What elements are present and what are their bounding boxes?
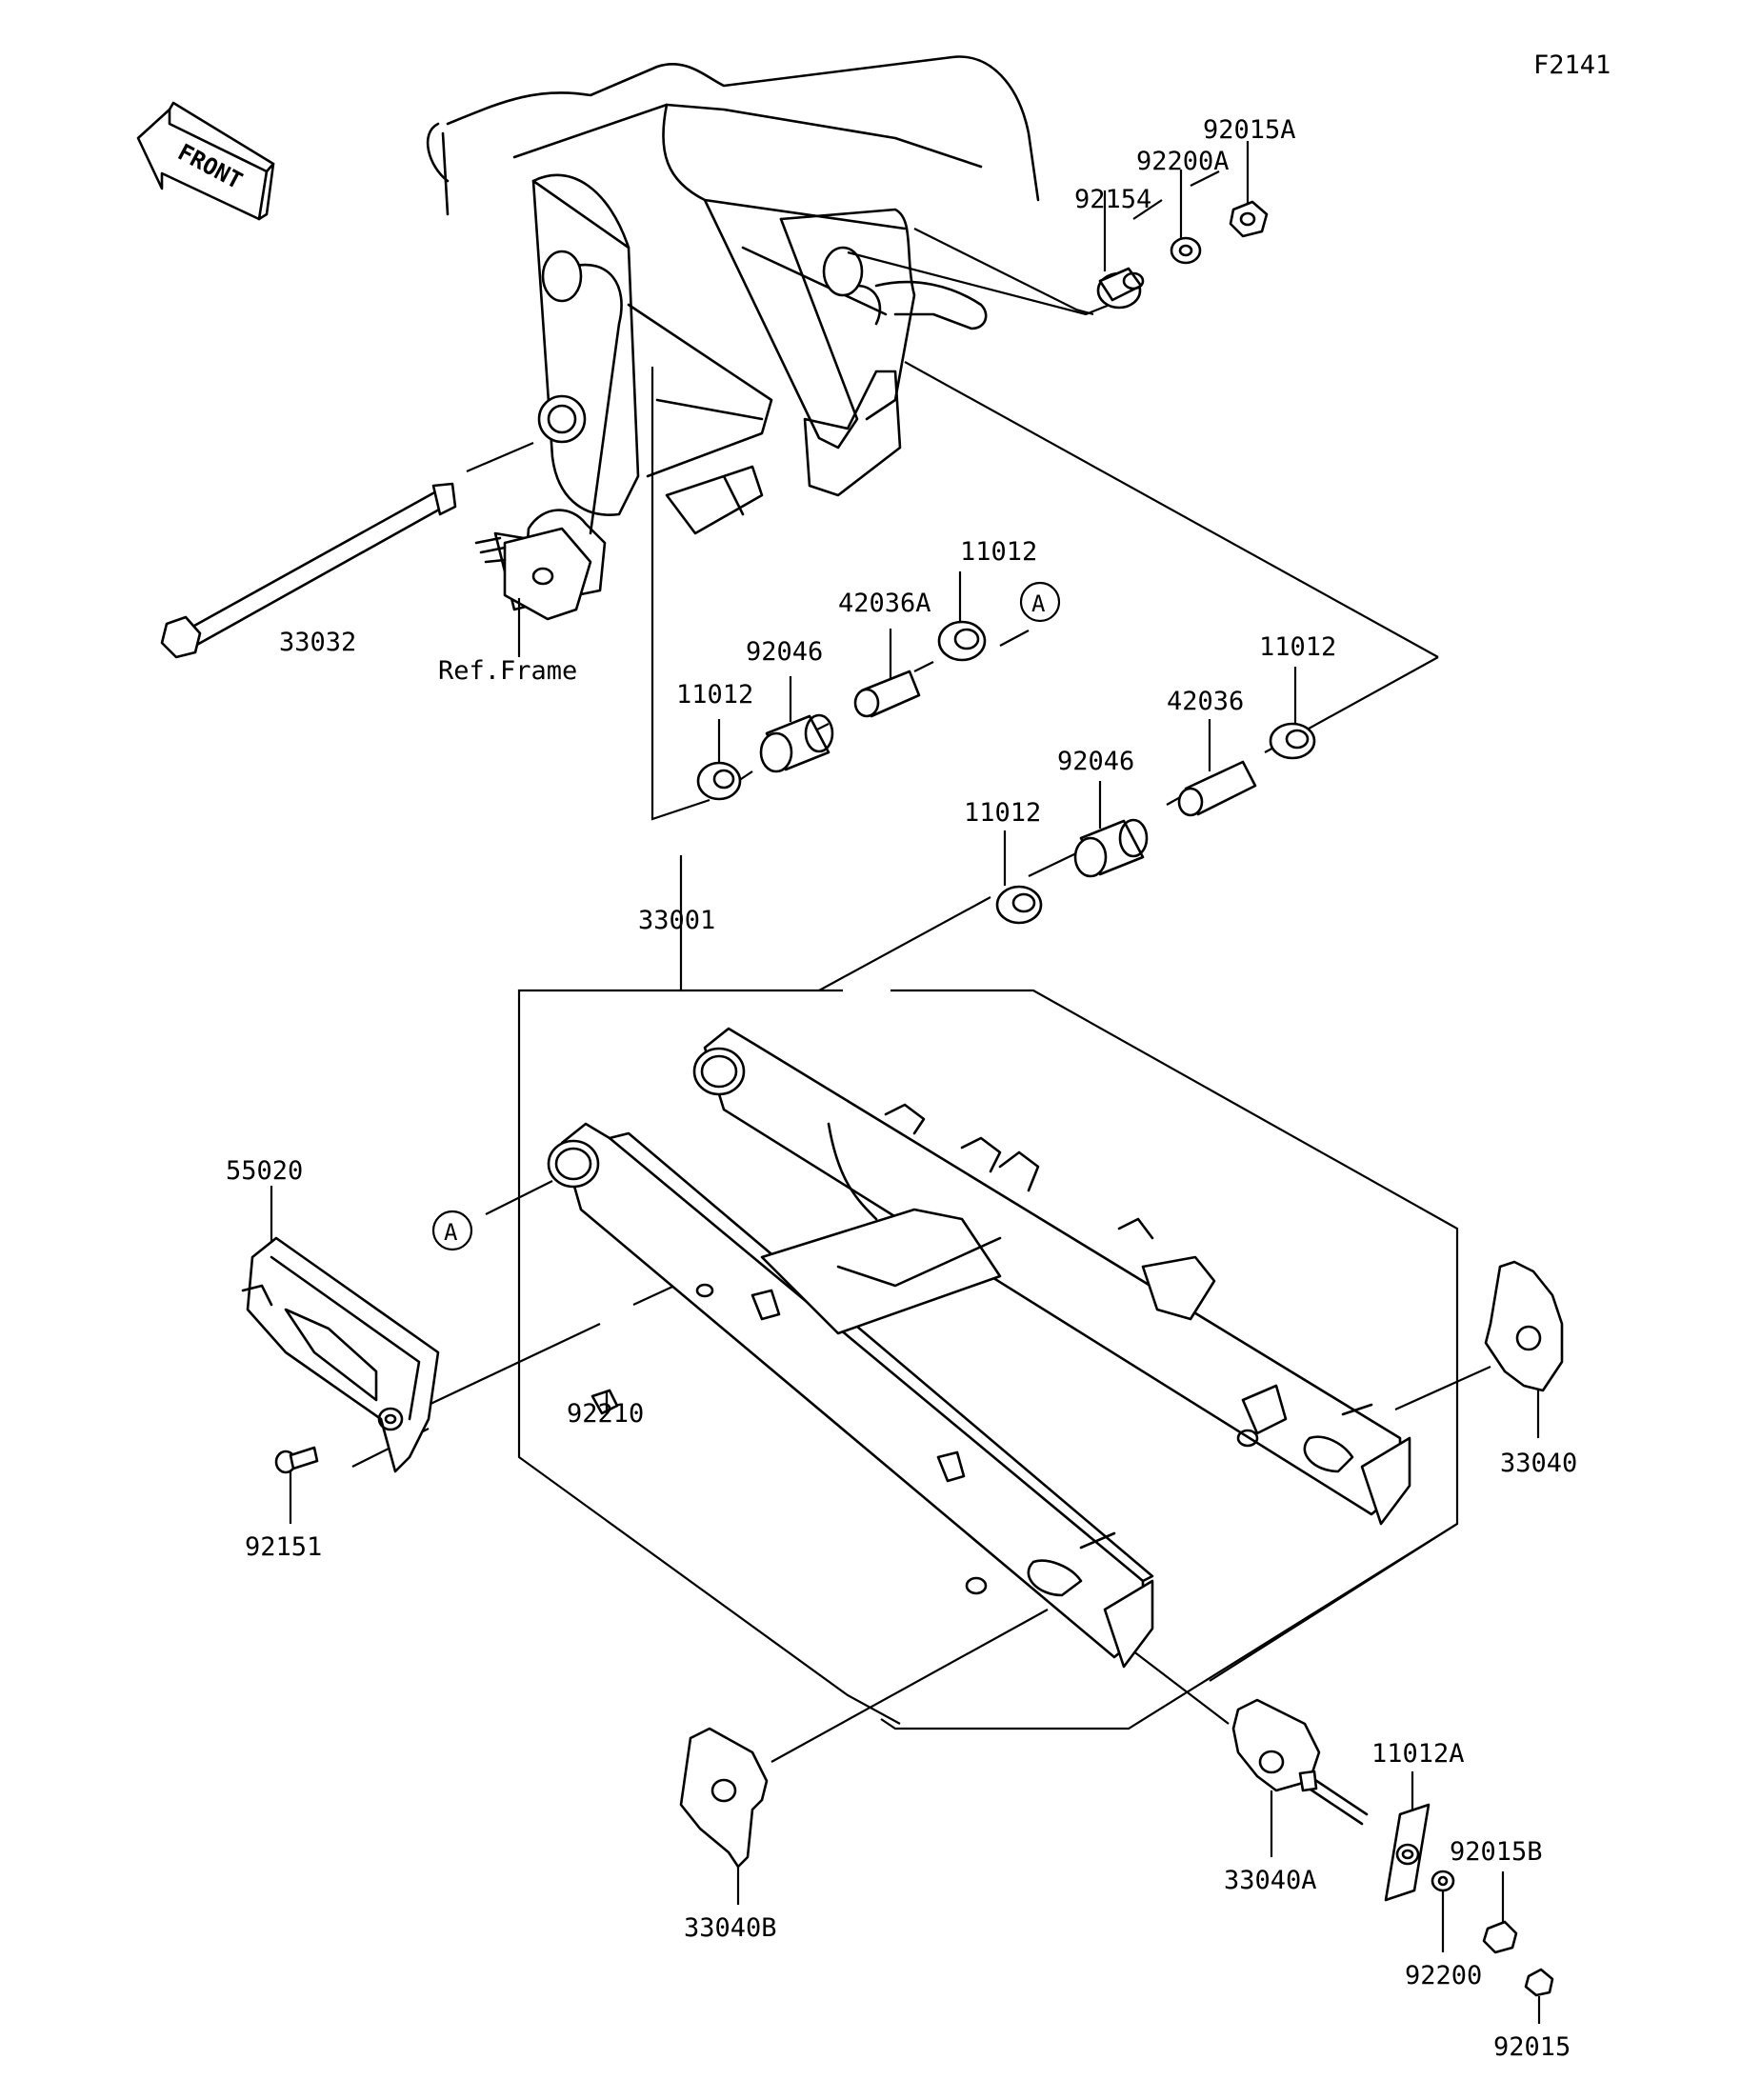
chain-adjuster-33040B — [679, 1727, 769, 1869]
label-11012-b: 11012 — [676, 680, 753, 710]
needle-bearing-92046-b — [1073, 818, 1149, 878]
label-11012-d: 11012 — [964, 798, 1041, 828]
main-frame — [426, 55, 1040, 611]
circle-ref-a-bottom-label: A — [444, 1219, 458, 1246]
label-92015B: 92015B — [1450, 1837, 1543, 1867]
sleeve-42036A — [853, 670, 921, 718]
circle-ref-a-bottom: A — [431, 1210, 473, 1251]
label-33040B: 33040B — [684, 1913, 777, 1943]
swingarm — [547, 1027, 1411, 1669]
washer-92200 — [1431, 1870, 1455, 1892]
leader-lines — [351, 170, 1491, 1763]
washer-92200A — [1170, 236, 1202, 265]
part-labels: 92015A 92200A 92154 11012 42036A 92046 1… — [226, 115, 1577, 2062]
plate-11012A — [1384, 1803, 1431, 1902]
label-42036A: 42036A — [838, 589, 931, 618]
label-92151: 92151 — [245, 1532, 322, 1562]
ref-frame-bracket — [474, 527, 592, 657]
front-arrow-icon: FRONT — [136, 101, 275, 221]
label-11012-a: 11012 — [960, 537, 1037, 567]
seal-11012-b — [1269, 722, 1316, 760]
label-92015A: 92015A — [1203, 115, 1296, 145]
pivot-bolt — [160, 482, 457, 659]
label-33040A: 33040A — [1224, 1866, 1317, 1895]
chain-guide — [241, 1236, 440, 1473]
seal-11012-a — [937, 620, 987, 662]
nut-92015B — [1482, 1920, 1518, 1954]
label-42036: 42036 — [1167, 687, 1244, 716]
label-33001: 33001 — [638, 906, 715, 935]
nut-92015 — [1524, 1968, 1554, 1997]
label-92154: 92154 — [1074, 185, 1151, 214]
label-11012-c: 11012 — [1259, 632, 1336, 662]
sleeve-42036 — [1177, 760, 1257, 817]
label-92046-b: 92046 — [1057, 747, 1134, 776]
needle-bearing-92046-a — [759, 713, 834, 773]
label-ref-frame: Ref.Frame — [438, 656, 577, 686]
chain-adjuster-33040 — [1484, 1260, 1564, 1392]
label-33040: 33040 — [1500, 1449, 1577, 1478]
label-33032: 33032 — [279, 628, 356, 657]
circle-ref-a-top-label: A — [1031, 590, 1046, 617]
circle-ref-a-top: A — [1019, 581, 1061, 623]
label-92046-a: 92046 — [746, 637, 823, 667]
seal-11012-c — [696, 761, 742, 801]
label-92015: 92015 — [1493, 2032, 1571, 2062]
seal-11012-d — [995, 885, 1043, 925]
label-92200A: 92200A — [1136, 147, 1230, 176]
label-11012A: 11012A — [1371, 1739, 1465, 1769]
label-55020: 55020 — [226, 1156, 303, 1186]
nut-92015A — [1229, 200, 1269, 238]
label-92210: 92210 — [567, 1399, 644, 1429]
bolt-92151 — [274, 1446, 319, 1474]
figure-code: F2141 — [1533, 50, 1611, 80]
spacer-92154 — [1096, 267, 1145, 310]
label-92200: 92200 — [1405, 1961, 1482, 1990]
chain-adjuster-33040A — [1231, 1698, 1369, 1826]
